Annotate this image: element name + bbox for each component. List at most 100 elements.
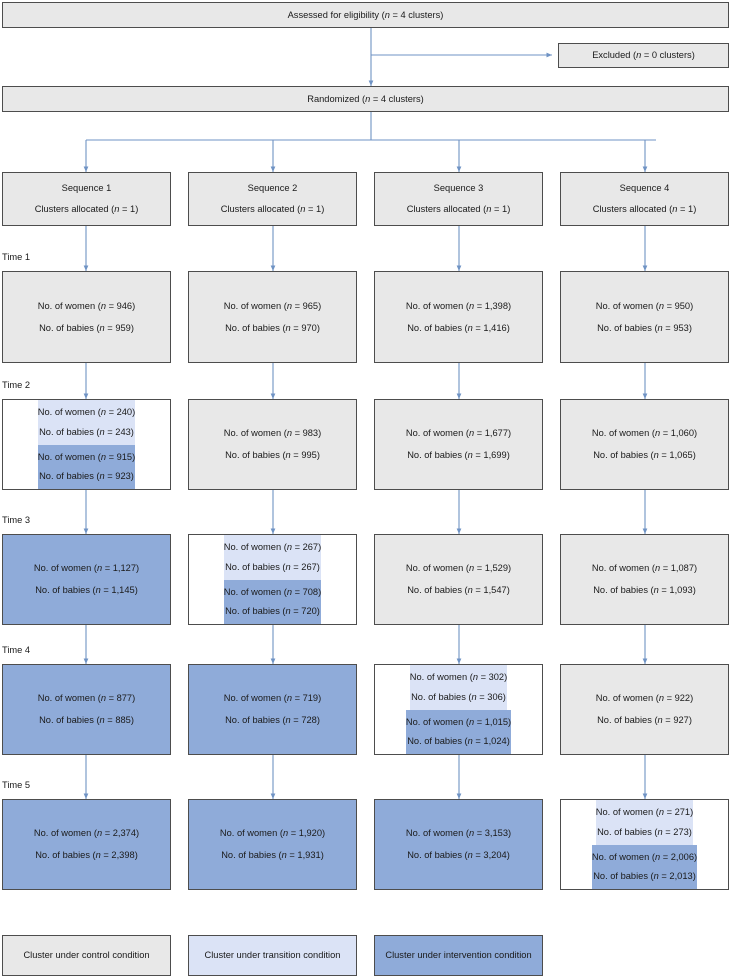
babies-count: No. of babies (n = 1,416) bbox=[407, 322, 510, 333]
cell-time4-sequence2: No. of women (n = 719) No. of babies (n … bbox=[188, 664, 357, 755]
cell-time1-sequence2: No. of women (n = 965) No. of babies (n … bbox=[188, 271, 357, 363]
babies-count: No. of babies (n = 1,093) bbox=[593, 585, 696, 595]
women-count: No. of women (n = 1,087) bbox=[591, 563, 698, 574]
babies-count: No. of babies (n = 953) bbox=[597, 322, 692, 333]
women-count: No. of women (n = 1,677) bbox=[405, 428, 512, 439]
sequence-1-name: Sequence 1 bbox=[61, 183, 112, 194]
cell-time3-sequence4: No. of women (n = 1,087) No. of babies (… bbox=[560, 534, 729, 625]
cell-time2-sequence3: No. of women (n = 1,677) No. of babies (… bbox=[374, 399, 543, 490]
cell-time2-sequence4: No. of women (n = 1,060) No. of babies (… bbox=[560, 399, 729, 490]
cell-time2-sequence2: No. of women (n = 983) No. of babies (n … bbox=[188, 399, 357, 490]
babies-count: No. of babies (n = 1,931) bbox=[221, 850, 324, 860]
cell-half-transition: No. of women (n = 267) No. of babies (n … bbox=[223, 535, 322, 580]
babies-count: No. of babies (n = 3,204) bbox=[407, 850, 510, 860]
time-label-1: Time 1 bbox=[2, 252, 31, 262]
babies-count: No. of babies (n = 1,065) bbox=[593, 450, 696, 460]
women-count: No. of women (n = 1,920) bbox=[219, 828, 326, 839]
sequence-2-allocated: Clusters allocated (n = 1) bbox=[220, 204, 325, 214]
women-count: No. of women (n = 240) bbox=[37, 407, 136, 418]
women-count: No. of women (n = 1,529) bbox=[405, 563, 512, 574]
women-count: No. of women (n = 719) bbox=[223, 693, 322, 704]
legend-label-transition: Cluster under transition condition bbox=[204, 950, 341, 961]
babies-count: No. of babies (n = 728) bbox=[225, 715, 320, 725]
cell-time5-sequence2: No. of women (n = 1,920) No. of babies (… bbox=[188, 799, 357, 890]
women-count: No. of women (n = 1,060) bbox=[591, 428, 698, 439]
time-label-2: Time 2 bbox=[2, 380, 31, 390]
babies-count: No. of babies (n = 273) bbox=[597, 826, 692, 837]
assessed-for-eligibility-box: Assessed for eligibility (n = 4 clusters… bbox=[2, 2, 729, 28]
sequence-3-allocated: Clusters allocated (n = 1) bbox=[406, 204, 511, 214]
sequence-1-allocated: Clusters allocated (n = 1) bbox=[34, 204, 139, 214]
cell-time4-sequence4: No. of women (n = 922) No. of babies (n … bbox=[560, 664, 729, 755]
women-count: No. of women (n = 271) bbox=[595, 807, 694, 818]
cell-time5-sequence1: No. of women (n = 2,374) No. of babies (… bbox=[2, 799, 171, 890]
babies-count: No. of babies (n = 306) bbox=[411, 691, 506, 702]
excluded-box: Excluded (n = 0 clusters) bbox=[558, 43, 729, 68]
cell-time2-sequence1: No. of women (n = 240) No. of babies (n … bbox=[2, 399, 171, 490]
cell-time1-sequence1: No. of women (n = 946) No. of babies (n … bbox=[2, 271, 171, 363]
randomized-box: Randomized (n = 4 clusters) bbox=[2, 86, 729, 112]
legend-label-intervention: Cluster under intervention condition bbox=[385, 950, 532, 961]
time-label-3: Time 3 bbox=[2, 515, 31, 525]
cell-half-transition: No. of women (n = 271) No. of babies (n … bbox=[595, 800, 694, 845]
women-count: No. of women (n = 946) bbox=[37, 300, 136, 311]
sequence-2-name: Sequence 2 bbox=[247, 183, 298, 194]
babies-count: No. of babies (n = 959) bbox=[39, 322, 134, 333]
cell-time1-sequence4: No. of women (n = 950) No. of babies (n … bbox=[560, 271, 729, 363]
cell-time3-sequence2: No. of women (n = 267) No. of babies (n … bbox=[188, 534, 357, 625]
sequence-3-name: Sequence 3 bbox=[433, 183, 484, 194]
legend-label-control: Cluster under control condition bbox=[23, 950, 150, 961]
cell-half-transition: No. of women (n = 302) No. of babies (n … bbox=[409, 665, 508, 710]
cell-half-intervention: No. of women (n = 1,015) No. of babies (… bbox=[405, 709, 512, 754]
sequence-4-header-box: Sequence 4 Clusters allocated (n = 1) bbox=[560, 172, 729, 226]
cell-time5-sequence4: No. of women (n = 271) No. of babies (n … bbox=[560, 799, 729, 890]
women-count: No. of women (n = 922) bbox=[595, 693, 694, 704]
sequence-4-allocated: Clusters allocated (n = 1) bbox=[592, 204, 697, 214]
sequence-3-header-box: Sequence 3 Clusters allocated (n = 1) bbox=[374, 172, 543, 226]
babies-count: No. of babies (n = 2,398) bbox=[35, 850, 138, 860]
assessed-label: Assessed for eligibility (n = 4 clusters… bbox=[287, 9, 444, 20]
babies-count: No. of babies (n = 2,013) bbox=[593, 871, 696, 882]
cell-half-transition: No. of women (n = 240) No. of babies (n … bbox=[37, 400, 136, 445]
cell-half-intervention: No. of women (n = 708) No. of babies (n … bbox=[223, 579, 322, 624]
cell-time4-sequence3: No. of women (n = 302) No. of babies (n … bbox=[374, 664, 543, 755]
cell-time4-sequence1: No. of women (n = 877) No. of babies (n … bbox=[2, 664, 171, 755]
babies-count: No. of babies (n = 267) bbox=[225, 561, 320, 572]
women-count: No. of women (n = 877) bbox=[37, 693, 136, 704]
women-count: No. of women (n = 1,015) bbox=[405, 716, 512, 727]
babies-count: No. of babies (n = 720) bbox=[225, 606, 320, 617]
women-count: No. of women (n = 915) bbox=[37, 451, 136, 462]
babies-count: No. of babies (n = 1,024) bbox=[407, 736, 510, 747]
legend-item-intervention: Cluster under intervention condition bbox=[374, 935, 543, 976]
babies-count: No. of babies (n = 970) bbox=[225, 322, 320, 333]
women-count: No. of women (n = 965) bbox=[223, 300, 322, 311]
babies-count: No. of babies (n = 243) bbox=[39, 426, 134, 437]
women-count: No. of women (n = 267) bbox=[223, 542, 322, 553]
babies-count: No. of babies (n = 1,699) bbox=[407, 450, 510, 460]
legend-item-control: Cluster under control condition bbox=[2, 935, 171, 976]
women-count: No. of women (n = 708) bbox=[223, 586, 322, 597]
sequence-2-header-box: Sequence 2 Clusters allocated (n = 1) bbox=[188, 172, 357, 226]
women-count: No. of women (n = 2,374) bbox=[33, 828, 140, 839]
women-count: No. of women (n = 1,398) bbox=[405, 300, 512, 311]
babies-count: No. of babies (n = 1,547) bbox=[407, 585, 510, 595]
cell-time3-sequence3: No. of women (n = 1,529) No. of babies (… bbox=[374, 534, 543, 625]
babies-count: No. of babies (n = 923) bbox=[39, 471, 134, 482]
women-count: No. of women (n = 2,006) bbox=[591, 851, 698, 862]
babies-count: No. of babies (n = 995) bbox=[225, 450, 320, 460]
time-label-4: Time 4 bbox=[2, 645, 31, 655]
legend-item-transition: Cluster under transition condition bbox=[188, 935, 357, 976]
babies-count: No. of babies (n = 927) bbox=[597, 715, 692, 725]
women-count: No. of women (n = 1,127) bbox=[33, 563, 140, 574]
sequence-4-name: Sequence 4 bbox=[619, 183, 670, 194]
cell-half-intervention: No. of women (n = 915) No. of babies (n … bbox=[37, 444, 136, 489]
babies-count: No. of babies (n = 1,145) bbox=[35, 585, 138, 595]
women-count: No. of women (n = 302) bbox=[409, 672, 508, 683]
cell-time5-sequence3: No. of women (n = 3,153) No. of babies (… bbox=[374, 799, 543, 890]
time-label-5: Time 5 bbox=[2, 780, 31, 790]
randomized-label: Randomized (n = 4 clusters) bbox=[307, 93, 424, 104]
women-count: No. of women (n = 3,153) bbox=[405, 828, 512, 839]
sequence-1-header-box: Sequence 1 Clusters allocated (n = 1) bbox=[2, 172, 171, 226]
cell-half-intervention: No. of women (n = 2,006) No. of babies (… bbox=[591, 844, 698, 889]
women-count: No. of women (n = 950) bbox=[595, 300, 694, 311]
